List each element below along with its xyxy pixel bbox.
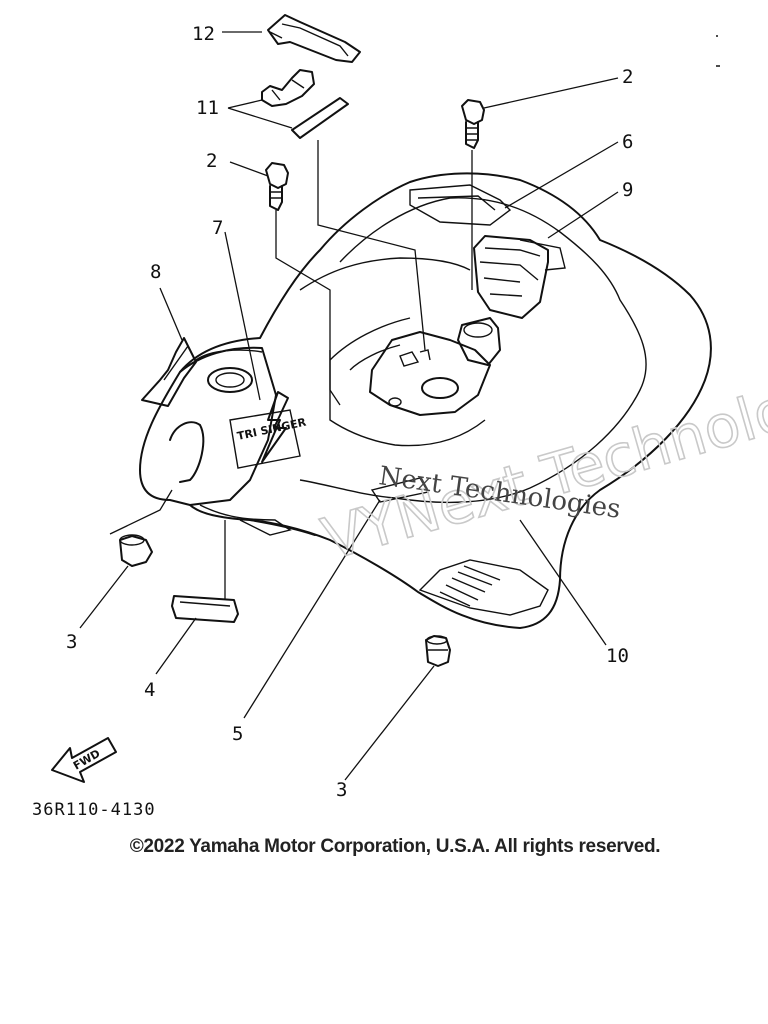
callout-2-left: 2 [206,150,217,172]
callout-5: 5 [232,723,243,745]
callout-numbers: 12 11 2 2 6 9 7 8 3 4 5 10 3 [66,23,633,801]
callout-8: 8 [150,261,161,283]
tri-singer-decal: TRI SINGER [229,391,308,469]
bolt-right-part [461,99,485,149]
corner-marks [716,35,720,67]
callout-4: 4 [144,679,155,701]
watermark-outline-text: VYNext Technologies [315,342,768,573]
label-tag-part [141,337,197,407]
callout-3-right: 3 [336,779,347,801]
callout-9: 9 [622,179,633,201]
strap-part [267,14,361,63]
copyright-notice: ©2022 Yamaha Motor Corporation, U.S.A. A… [129,836,661,857]
callout-6: 6 [622,131,633,153]
callout-7: 7 [212,217,223,239]
grommet-left-part [119,534,153,567]
callout-10: 10 [606,645,629,667]
bolt-and-pin-part [261,69,349,139]
assembly-lines [109,140,473,600]
forward-arrow-icon: FWD [51,737,117,783]
part-code: 36R110-4130 [32,800,156,820]
callout-leaders [79,31,619,781]
bolt-left-part [265,162,289,211]
callout-12: 12 [192,23,215,45]
rear-fender-body [139,172,712,629]
callout-11: 11 [196,97,219,119]
grommet-right-part [425,635,451,667]
callout-2-right: 2 [622,66,633,88]
watermark: VYNext Technologies Next Technologies [314,342,768,575]
reflector-plate-part [171,595,239,623]
callout-3-left: 3 [66,631,77,653]
